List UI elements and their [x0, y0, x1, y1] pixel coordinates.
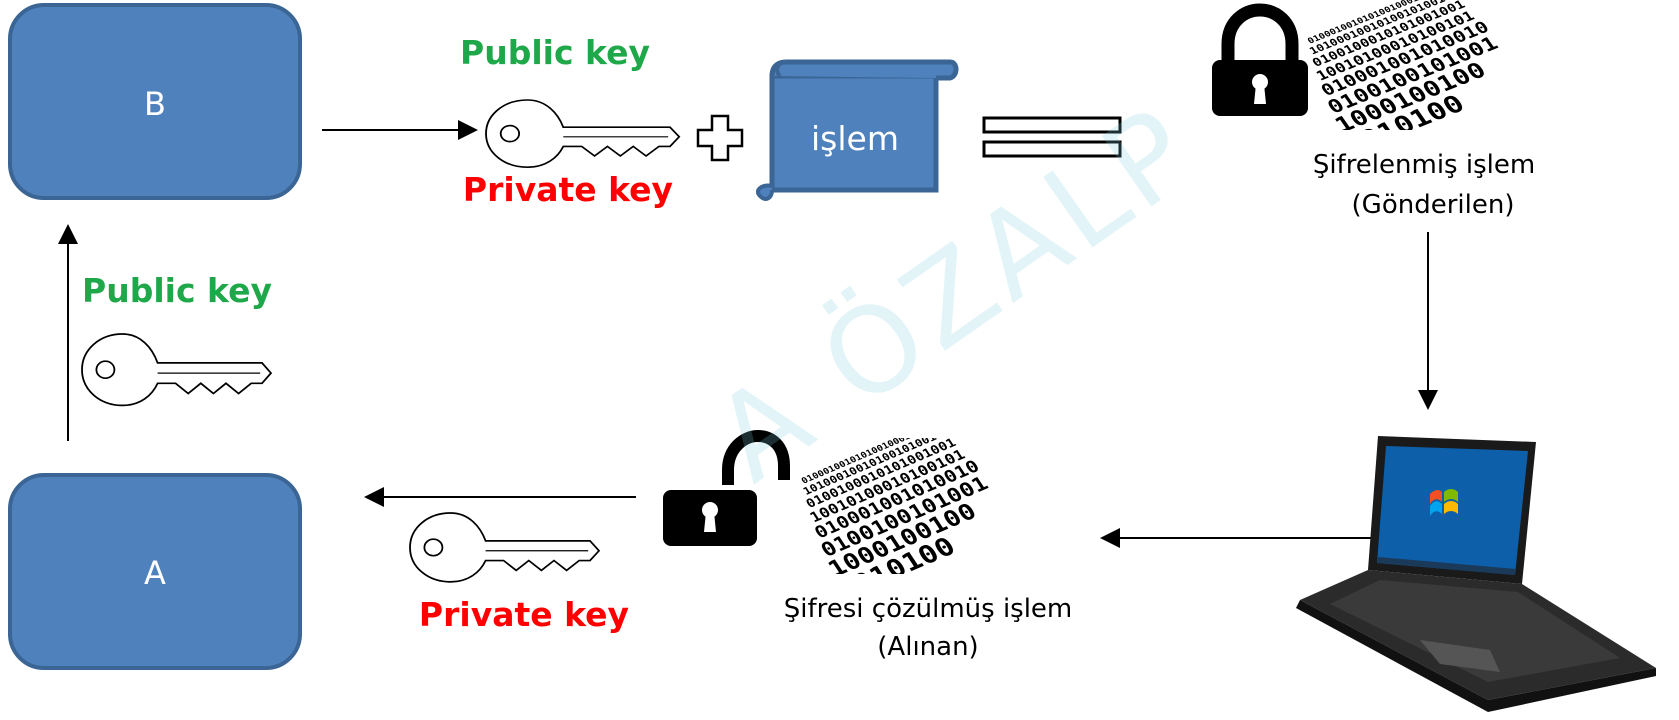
node-b-box: [8, 3, 302, 200]
left-public-key-label: Public key: [82, 271, 272, 310]
key-icon: [485, 99, 681, 169]
top-private-key-label: Private key: [462, 170, 674, 209]
document-label: işlem: [811, 119, 899, 158]
key-icon: [409, 512, 600, 583]
node-b-label: B: [144, 85, 166, 123]
encrypted-caption-line2: (Gönderilen): [1351, 190, 1515, 220]
node-a-label: A: [144, 554, 166, 592]
encrypted-caption-line1: Şifrelenmiş işlem: [1312, 150, 1536, 180]
key-icon: [81, 333, 272, 407]
scroll-icon: [755, 59, 959, 201]
laptop-icon: [1296, 436, 1656, 712]
node-a-box: [8, 473, 302, 670]
equals-icon: [982, 116, 1122, 158]
binary-data-image: [1292, 0, 1542, 130]
decrypted-caption-line2: (Alınan): [877, 632, 979, 662]
bottom-private-key-label: Private key: [418, 595, 630, 634]
decrypted-caption-line1: Şifresi çözülmüş işlem: [783, 594, 1073, 624]
top-public-key-label: Public key: [460, 33, 650, 72]
unlock-icon: [663, 429, 790, 546]
plus-icon: [696, 114, 744, 162]
lock-icon: [1212, 3, 1308, 116]
